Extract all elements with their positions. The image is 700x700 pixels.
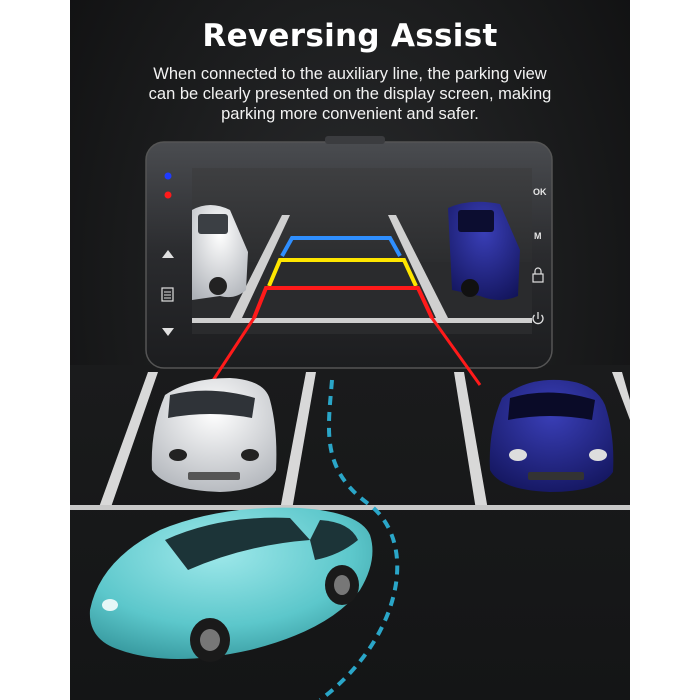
guide-line-near — [252, 286, 434, 319]
stall-base-line — [70, 505, 630, 510]
description-line: can be clearly presented on the display … — [148, 85, 552, 103]
stall-line — [454, 372, 488, 510]
reversing-path — [318, 379, 400, 700]
description-line: When connected to the auxiliary line, th… — [153, 65, 547, 83]
mode-button-label: M — [534, 231, 542, 241]
page-description: When connected to the auxiliary line, th… — [120, 64, 580, 124]
indicator-red — [164, 191, 172, 199]
stall-line — [612, 372, 630, 420]
dashcam-top-button — [325, 136, 385, 144]
lock-icon — [532, 267, 544, 283]
blue-parked-car — [489, 379, 614, 492]
stall-line — [280, 372, 316, 510]
screen-white-car — [192, 205, 248, 300]
description-line: parking more convenient and safer. — [221, 105, 479, 123]
power-icon — [532, 312, 544, 325]
guide-line-extension-left — [210, 317, 256, 383]
product-image: Reversing Assist When connected to the a… — [70, 0, 630, 700]
guide-line-mid — [267, 258, 418, 287]
stall-line — [98, 372, 158, 510]
white-parked-car — [151, 378, 277, 492]
reversing-scene — [70, 136, 630, 700]
guide-line-far — [280, 236, 402, 257]
menu-icon — [161, 287, 174, 302]
ok-button-label: OK — [533, 187, 547, 197]
guide-line-extension-right — [430, 317, 482, 386]
page-title: Reversing Assist — [202, 18, 498, 54]
screen-blue-car — [448, 201, 520, 300]
down-arrow-icon — [162, 328, 174, 336]
indicator-blue — [164, 172, 172, 180]
teal-reversing-car — [89, 507, 373, 662]
up-arrow-icon — [162, 250, 174, 258]
